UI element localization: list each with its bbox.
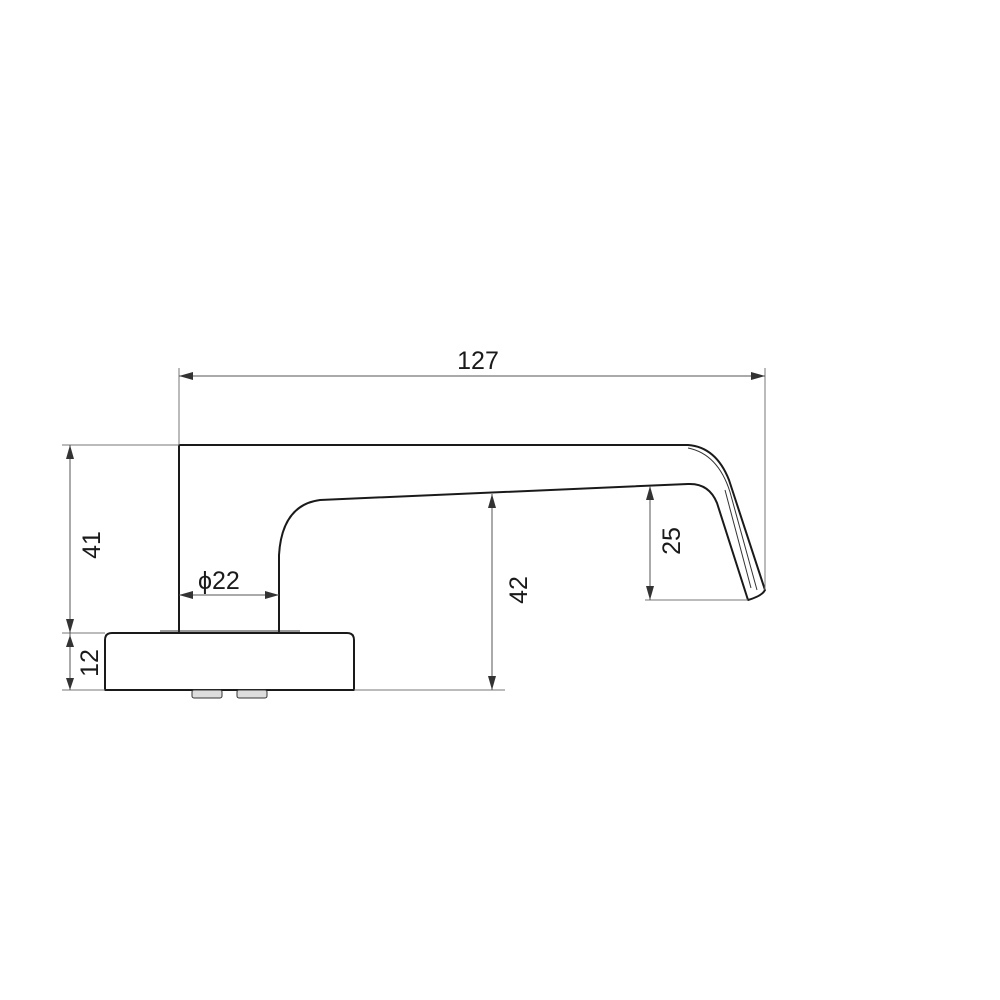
arrow-lever-top: [488, 494, 496, 508]
arrow-bottom: [66, 619, 74, 633]
dimension-rose-height: 12: [62, 633, 105, 691]
label-22: ϕ22: [198, 567, 240, 595]
fixing-pin-left: [191, 689, 223, 699]
arrow-right: [751, 372, 765, 380]
dimension-lever-height: 42: [354, 494, 533, 691]
lever-tip-inner-edge: [687, 447, 758, 591]
dimension-tip-drop: 25: [645, 486, 748, 601]
rose-plate: [104, 630, 355, 699]
label-127: 127: [457, 347, 499, 375]
fixing-pin-right: [236, 689, 268, 699]
arrow-rose-top: [66, 635, 74, 647]
arrow-left: [179, 372, 193, 380]
label-25: 25: [658, 527, 686, 555]
label-42: 42: [505, 576, 533, 604]
rose-outline: [104, 632, 355, 691]
diameter-symbol: ϕ: [198, 567, 212, 595]
arrow-top: [66, 445, 74, 459]
lever-handle: [178, 444, 766, 633]
arrow-shank-left: [179, 591, 193, 599]
arrow-shank-right: [265, 591, 279, 599]
dimension-total-height: 41: [62, 444, 179, 634]
label-12: 12: [76, 649, 104, 677]
lever-body-outline: [178, 444, 766, 633]
arrow-tip-top: [646, 486, 654, 500]
label-41: 41: [78, 531, 106, 559]
lever-tip-return-edge: [724, 489, 752, 589]
dimension-shank-diameter: ϕ22: [179, 567, 279, 599]
arrow-tip-bottom: [646, 586, 654, 600]
dimension-overall-length: 127: [178, 347, 766, 590]
diameter-value: 22: [212, 567, 240, 595]
arrow-rose-bottom: [66, 678, 74, 690]
arrow-lever-bottom: [488, 676, 496, 690]
